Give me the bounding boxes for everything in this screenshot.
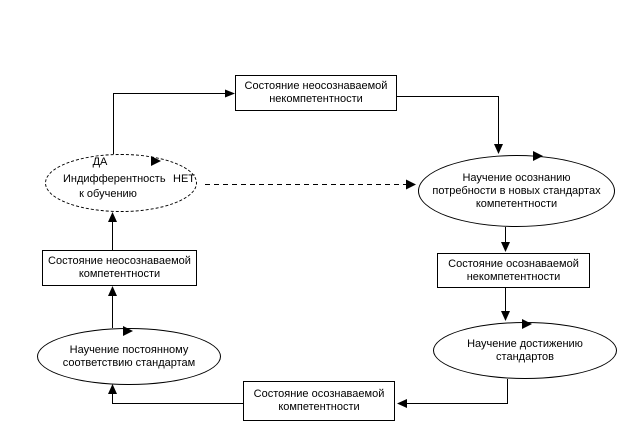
node-label-line: Состояние неосознаваемой	[244, 80, 388, 92]
node-unconscious-incompetence-state: Состояние неосознаваемой некомпетентност…	[235, 75, 397, 111]
node-label-line: компетентности	[475, 197, 558, 210]
cycle-direction-arrowhead-icon	[151, 156, 161, 166]
node-label-line: компетентности	[278, 401, 360, 413]
node-conscious-competence-state: Состояние осознаваемой компетентности	[243, 381, 395, 421]
arrow-conscious-incompetence-to-achievement	[501, 288, 510, 321]
yes-label: ДА	[92, 156, 108, 168]
node-label-line: Состояние неосознаваемой	[48, 255, 191, 267]
node-label-line: к обучению	[79, 188, 137, 200]
cycle-direction-arrowhead-icon	[533, 151, 543, 161]
node-conscious-incompetence-state: Состояние осознаваемой некомпетентности	[437, 253, 590, 288]
node-label-line: Научение постоянному	[69, 343, 189, 356]
arrow-indifference-to-unconscious-incompetence	[113, 89, 235, 154]
node-indifference-to-learning: ДА Индифферентность НЕТ к обучению	[45, 154, 197, 212]
arrow-unconscious-incompetence-to-learning-awareness	[397, 96, 503, 154]
node-label-line: Индифферентность	[63, 173, 166, 185]
node-label-line: Научение достижению	[467, 337, 583, 350]
node-label-line: некомпетентности	[269, 93, 363, 105]
no-label: НЕТ	[173, 173, 195, 185]
node-label-line: Состояние осознаваемой	[448, 257, 579, 270]
node-label-line: Научение осознанию	[462, 171, 571, 184]
node-label-line: стандартов	[496, 350, 554, 363]
arrow-achievement-to-conscious-competence	[397, 379, 508, 408]
node-learning-constant-conformity: Научение постоянному соответствию станда…	[37, 328, 221, 385]
arrow-unconscious-competence-to-indifference	[108, 212, 117, 250]
cycle-direction-arrowhead-icon	[522, 319, 532, 329]
cycle-direction-arrowhead-icon	[123, 326, 133, 336]
node-label-line: Состояние осознаваемой	[253, 388, 385, 400]
node-learning-awareness-of-need: Научение осознанию потребности в новых с…	[418, 155, 615, 227]
arrow-no-indifference-to-learning-awareness	[205, 179, 416, 190]
node-label-line: потребности в новых стандартах	[432, 184, 601, 197]
node-label-line: компетентности	[78, 268, 161, 280]
arrow-learning-awareness-to-conscious-incompetence	[501, 227, 510, 252]
arrow-conscious-competence-to-constant-conformity	[108, 384, 243, 404]
arrow-constant-conformity-to-unconscious-competence	[108, 286, 117, 328]
node-label-line: соответствию стандартам	[62, 356, 196, 369]
node-unconscious-competence-state: Состояние неосознаваемой компетентности	[42, 250, 197, 286]
node-label-line: некомпетентности	[466, 270, 561, 283]
